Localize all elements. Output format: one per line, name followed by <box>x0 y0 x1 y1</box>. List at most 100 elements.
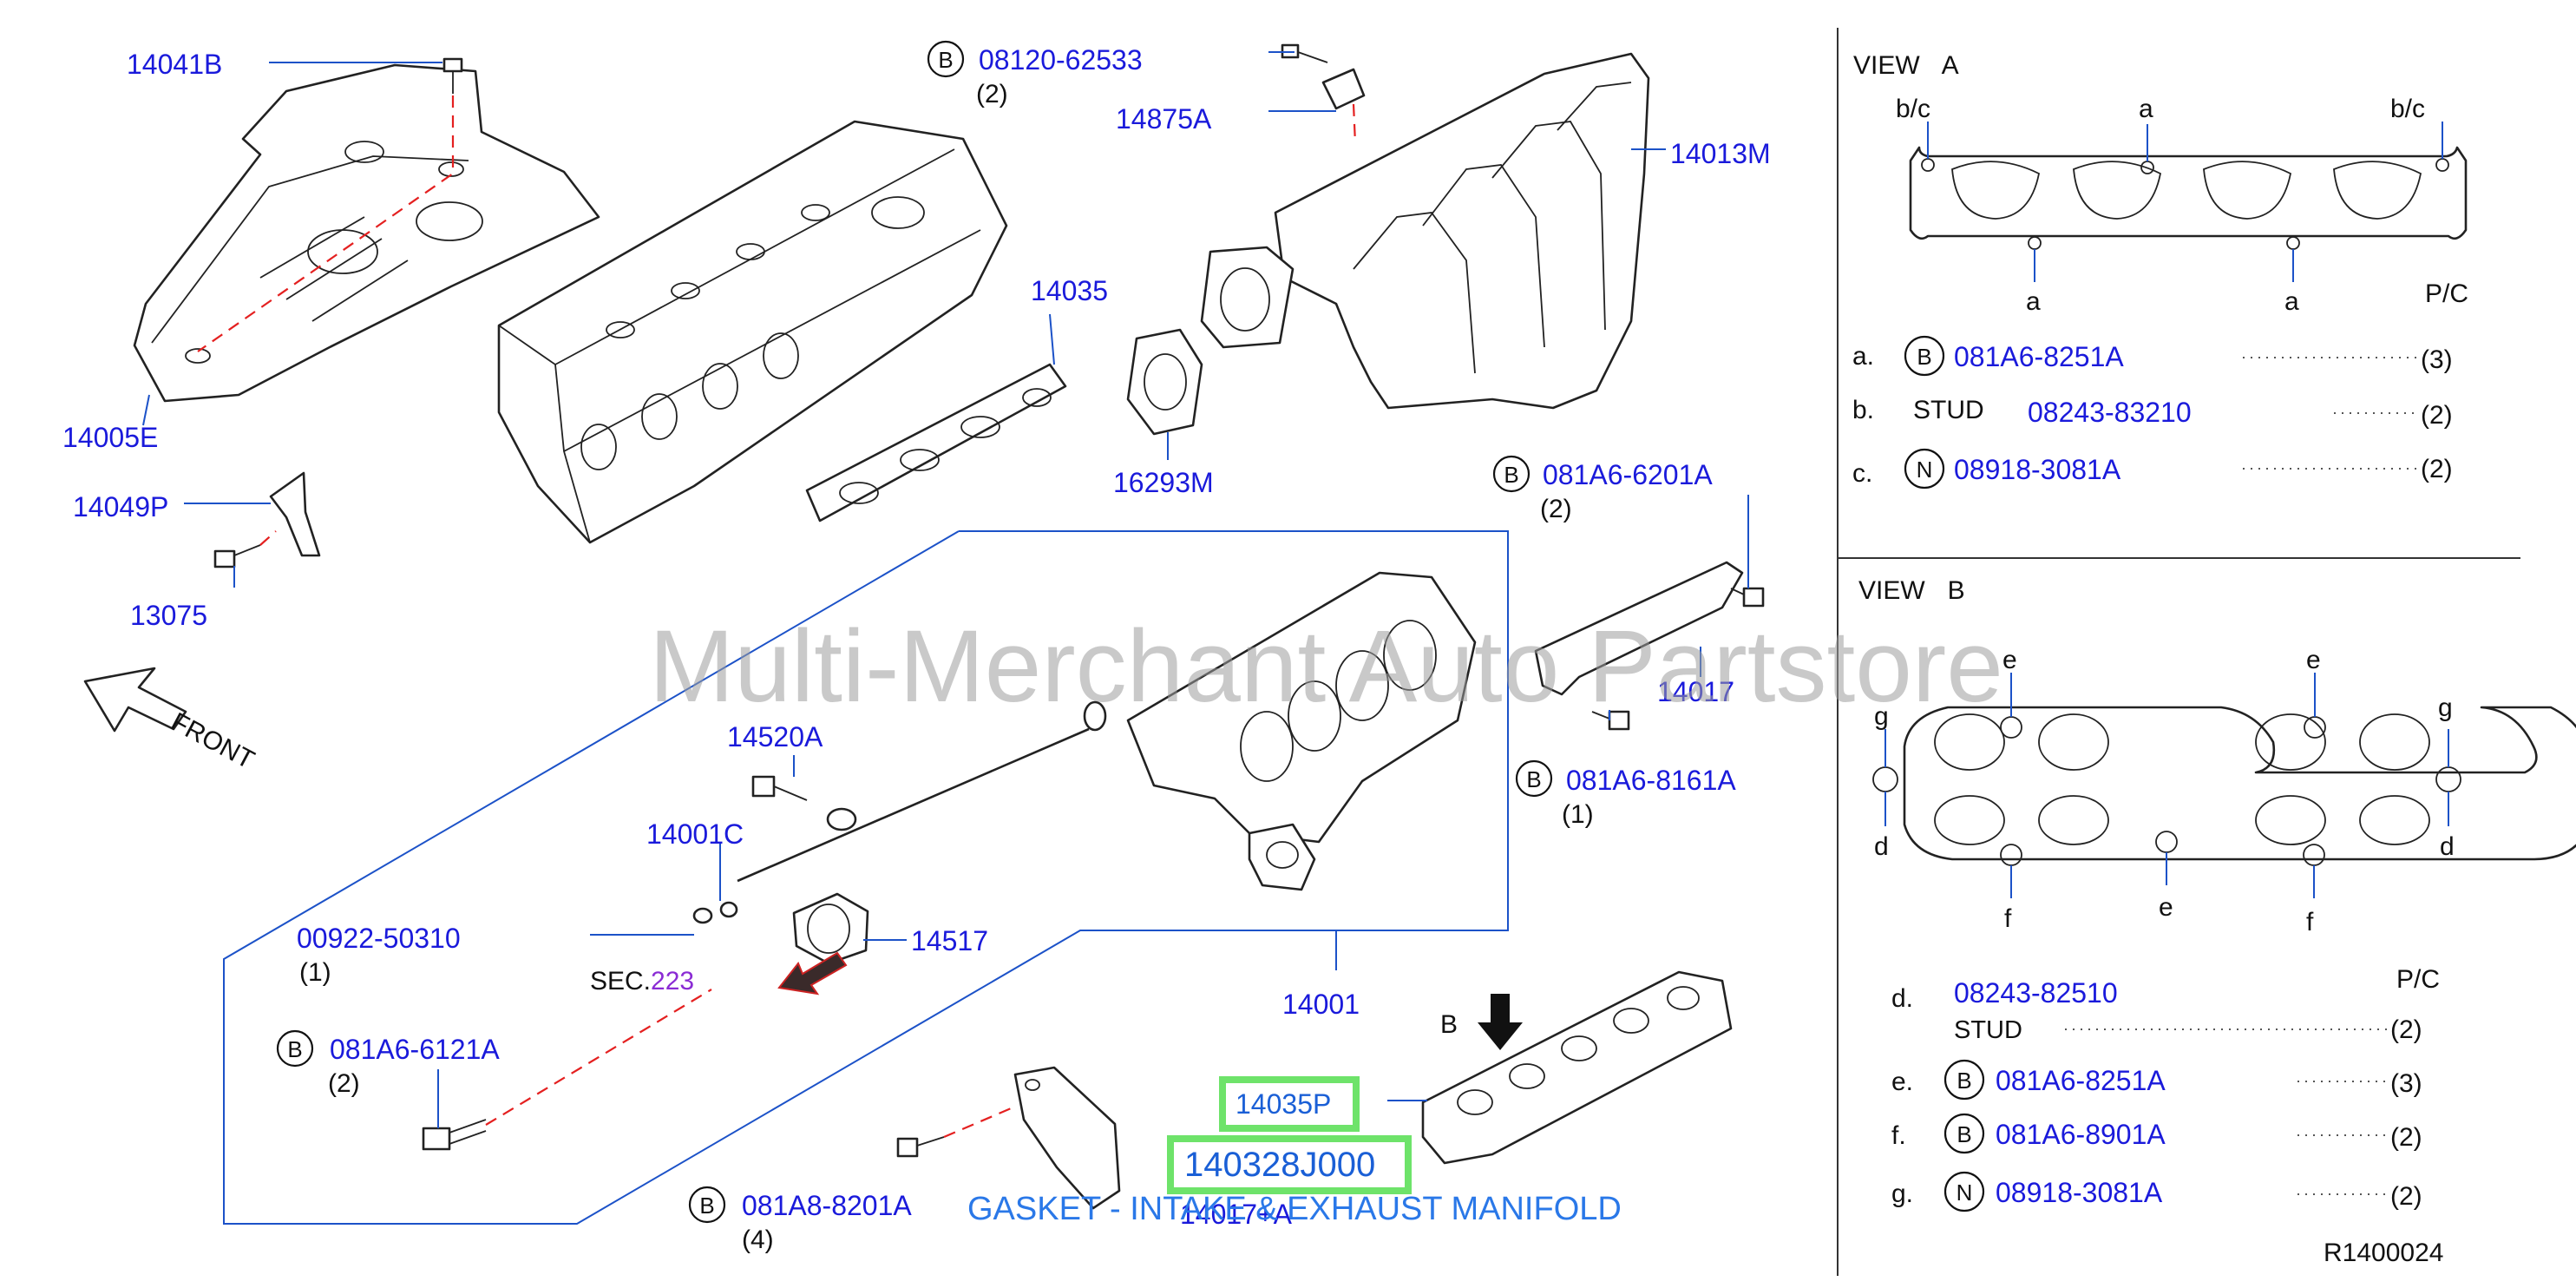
label-14013M: 14013M <box>1670 138 1771 169</box>
svg-text:b.: b. <box>1852 396 1874 424</box>
svg-text:e.: e. <box>1891 1068 1913 1096</box>
svg-text:081A6-8251A: 081A6-8251A <box>1996 1065 2166 1096</box>
svg-text:B: B <box>938 47 953 73</box>
intake-manifold-drawing <box>1200 52 1650 410</box>
label-00922-50310: 00922-50310 <box>297 923 461 954</box>
view-b-row-d: d. 08243-82510 STUD (2) <box>1891 977 2422 1044</box>
qty-00922-50310: (1) <box>299 958 331 987</box>
svg-text:N: N <box>1957 1180 1973 1206</box>
svg-text:(3): (3) <box>2421 345 2453 374</box>
view-b-callout-e-top-left: e <box>2002 646 2017 674</box>
badge-b-081A8-8201A <box>688 1186 726 1224</box>
svg-text:08243-83210: 08243-83210 <box>2028 397 2192 428</box>
svg-text:a.: a. <box>1852 342 1874 371</box>
gasket-14035-drawing <box>805 363 1067 522</box>
label-14049P: 14049P <box>73 491 168 522</box>
leader-lines <box>142 51 1749 1128</box>
badge-b-081A6-6201A <box>1492 455 1531 493</box>
svg-text:STUD: STUD <box>1954 1016 2022 1044</box>
label-13075: 13075 <box>130 600 207 631</box>
view-b-callout-d-left: d <box>1874 832 1889 861</box>
label-view-b-arrow: B <box>1440 1010 1458 1039</box>
qty-08120-62533: (2) <box>976 80 1008 108</box>
view-a-callout-bc-right: b/c <box>2390 95 2425 123</box>
label-081A6-6121A: 081A6-6121A <box>330 1034 500 1065</box>
watermark: Multi-Merchant Auto Partstore <box>649 609 2003 724</box>
svg-text:f.: f. <box>1891 1121 1906 1150</box>
bracket-dash <box>259 530 277 546</box>
label-14517: 14517 <box>911 925 988 956</box>
bolt-081A6-6201A-drawing <box>1730 587 1765 608</box>
badge-b-08120-62533 <box>927 40 965 78</box>
svg-text:B: B <box>1957 1068 1971 1094</box>
view-a-callout-bc-left: b/c <box>1896 95 1930 123</box>
view-b-row-g: g. N 08918-3081A (2) <box>1891 1171 2422 1212</box>
svg-text:08918-3081A: 08918-3081A <box>1954 454 2121 485</box>
view-b-callout-e-bottom: e <box>2159 893 2173 922</box>
cover-bolt-dash <box>197 95 455 352</box>
view-b-callout-f-right: f <box>2306 908 2314 936</box>
view-b-row-f: f. B 081A6-8901A (2) <box>1891 1113 2422 1154</box>
qty-081A6-6121A: (2) <box>328 1069 360 1098</box>
view-b-callout-f-left: f <box>2004 904 2012 933</box>
clip-00922-50310-drawing <box>692 901 738 924</box>
label-081A6-8161A: 081A6-8161A <box>1566 765 1736 796</box>
label-14017: 14017 <box>1657 676 1734 707</box>
svg-text:(2): (2) <box>2421 401 2453 430</box>
view-b-row-e: e. B 081A6-8251A (3) <box>1891 1059 2422 1101</box>
label-14875A: 14875A <box>1116 103 1212 135</box>
actuator-14517-drawing <box>792 892 869 965</box>
svg-text:B: B <box>1957 1121 1971 1147</box>
lower-manifold-14001-drawing <box>1126 571 1477 891</box>
svg-text:(2): (2) <box>2390 1182 2422 1211</box>
svg-text:B: B <box>1917 344 1931 370</box>
qty-081A6-8161A: (1) <box>1562 800 1594 829</box>
highlight-140328J000[interactable]: 140328J000 <box>1167 1135 1412 1194</box>
view-a-callout-a-bottom-right: a <box>2284 287 2299 316</box>
svg-text:(3): (3) <box>2390 1069 2422 1098</box>
view-a-row-c: c. N 08918-3081A (2) <box>1852 448 2453 490</box>
label-14035: 14035 <box>1031 275 1108 306</box>
svg-text:B: B <box>287 1036 302 1062</box>
badge-b-081A6-6121A <box>276 1029 314 1068</box>
rod-14001C-drawing <box>737 700 1107 883</box>
view-a-callout-a-top: a <box>2139 95 2153 123</box>
svg-text:(2): (2) <box>2390 1123 2422 1152</box>
view-a-callout-a-bottom-left: a <box>2026 287 2041 316</box>
label-14035P: 14035P <box>1236 1088 1331 1120</box>
svg-text:081A6-8251A: 081A6-8251A <box>1954 341 2124 372</box>
bolt-14520A-drawing <box>751 775 857 831</box>
view-b-callout-d-right: d <box>2440 832 2455 861</box>
bracket-14017-drawing <box>1534 561 1744 696</box>
bolt-081A6-6121A-drawing <box>422 1119 487 1151</box>
bracket-bolt-dash <box>943 1105 1016 1139</box>
bolt-081A8-8201A-drawing <box>896 1136 945 1158</box>
svg-text:STUD: STUD <box>1913 396 1984 424</box>
label-14017A: 14017+A <box>1180 1199 1293 1230</box>
gasket-16293M-drawing <box>1126 328 1203 436</box>
svg-text:B: B <box>1504 462 1518 488</box>
label-14041B: 14041B <box>127 49 222 80</box>
highlight-14035P[interactable]: 14035P <box>1219 1076 1360 1132</box>
badge-b-081A6-8161A <box>1515 759 1553 798</box>
label-14005E: 14005E <box>62 422 158 453</box>
bracket-14049P-drawing <box>269 471 321 557</box>
qty-081A8-8201A: (4) <box>742 1226 774 1254</box>
svg-text:081A6-8901A: 081A6-8901A <box>1996 1119 2166 1150</box>
view-a-pc-header: P/C <box>2425 279 2468 308</box>
qty-081A6-6201A: (2) <box>1540 495 1572 523</box>
svg-text:c.: c. <box>1852 459 1872 488</box>
label-14001C: 14001C <box>646 818 744 850</box>
label-14520A: 14520A <box>727 721 823 752</box>
view-b-pc-header: P/C <box>2396 965 2440 994</box>
svg-text:08243-82510: 08243-82510 <box>1954 977 2118 1009</box>
bracket-14017A-drawing <box>1013 1066 1121 1210</box>
reference-code: R1400024 <box>2324 1239 2443 1267</box>
label-081A6-6201A: 081A6-6201A <box>1543 459 1713 490</box>
svg-text:(2): (2) <box>2390 1015 2422 1044</box>
svg-text:B: B <box>699 1193 714 1219</box>
svg-text:g.: g. <box>1891 1180 1913 1208</box>
svg-text:(2): (2) <box>2421 455 2453 483</box>
